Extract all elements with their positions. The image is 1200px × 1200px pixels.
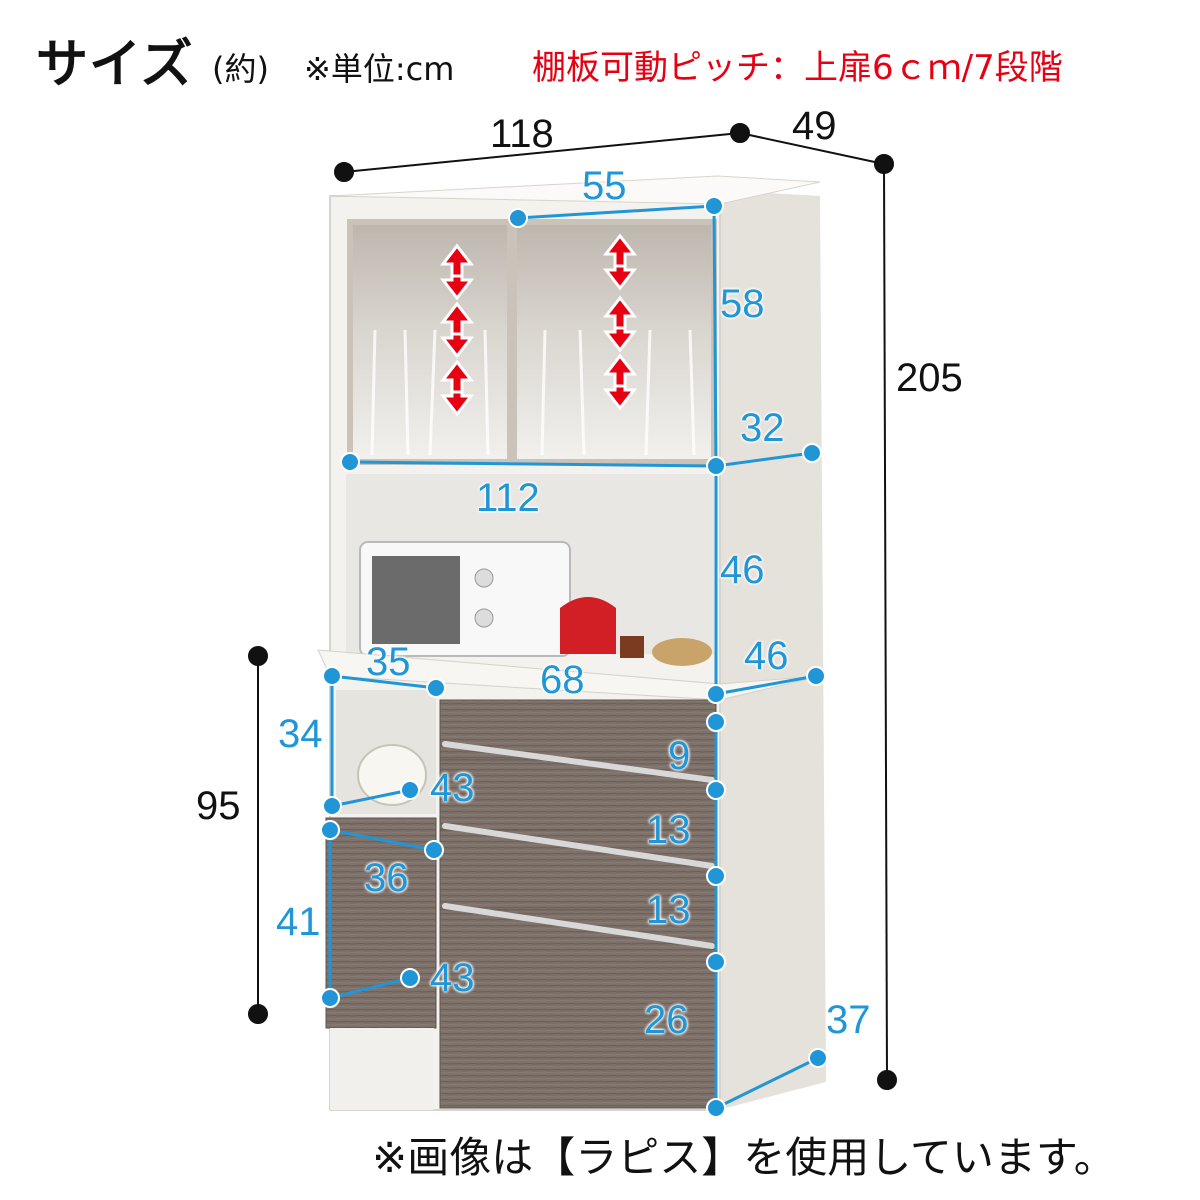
drawer-width-dimension: 68 — [540, 658, 585, 702]
microwave-knob-bottom — [474, 608, 494, 628]
drawer-handles — [442, 741, 715, 949]
upper-depth-dimension: 32 — [740, 406, 785, 450]
cabinet-side-panel — [718, 190, 826, 1110]
shelf-adjust-arrows — [439, 233, 638, 417]
open-niche-depth-dimension: 43 — [430, 766, 475, 810]
door-depth-dimension: 43 — [430, 956, 475, 1000]
unit-label: ※単位:cm — [304, 50, 455, 88]
approx-label: (約) — [212, 50, 269, 88]
open-niche-width-dimension: 35 — [366, 640, 411, 684]
microwave-knob-top — [474, 568, 494, 588]
depth-dimension: 49 — [792, 104, 837, 148]
lower-door — [325, 817, 437, 1029]
arrow-group-left — [439, 243, 475, 417]
drawer3-height-dimension: 13 — [646, 888, 691, 932]
drawer2-height-dimension: 13 — [646, 808, 691, 852]
counter-height-dimension: 95 — [196, 784, 241, 828]
drawer-depth-dimension: 37 — [826, 998, 871, 1042]
height-dimension: 205 — [896, 356, 963, 400]
drawer-4 — [439, 909, 717, 1109]
page-title: サイズ — [36, 35, 194, 95]
shelf-pitch-note: 棚板可動ピッチ：上扉6ｃｍ/7段階 — [532, 48, 1063, 88]
bread-basket — [652, 638, 712, 666]
curtain-texture — [370, 329, 696, 456]
microwave-window — [372, 556, 460, 644]
upper-width-dimension: 55 — [582, 164, 627, 208]
door-width-dimension: 36 — [364, 856, 409, 900]
width-dimension: 118 — [490, 112, 554, 156]
footnote: ※画像は【ラピス】を使用しています。 — [372, 1133, 1116, 1182]
outer-dimension-lines — [248, 123, 897, 1090]
lower-plinth — [330, 1028, 434, 1110]
open-niche-height-dimension: 34 — [278, 712, 323, 756]
drawer1-height-dimension: 9 — [668, 734, 691, 778]
spice-jar — [620, 636, 644, 658]
red-kettle — [560, 597, 616, 654]
door-height-dimension: 41 — [276, 900, 321, 944]
arrow-group-right — [602, 233, 638, 411]
inner-dimension-lines — [320, 196, 828, 1118]
drawer4-height-dimension: 26 — [644, 998, 689, 1042]
middle-depth-dimension: 46 — [744, 634, 789, 678]
middle-height-dimension: 46 — [720, 548, 765, 592]
cabinet-top — [329, 175, 821, 205]
middle-width-dimension: 112 — [476, 476, 540, 520]
upper-height-dimension: 58 — [720, 282, 765, 326]
